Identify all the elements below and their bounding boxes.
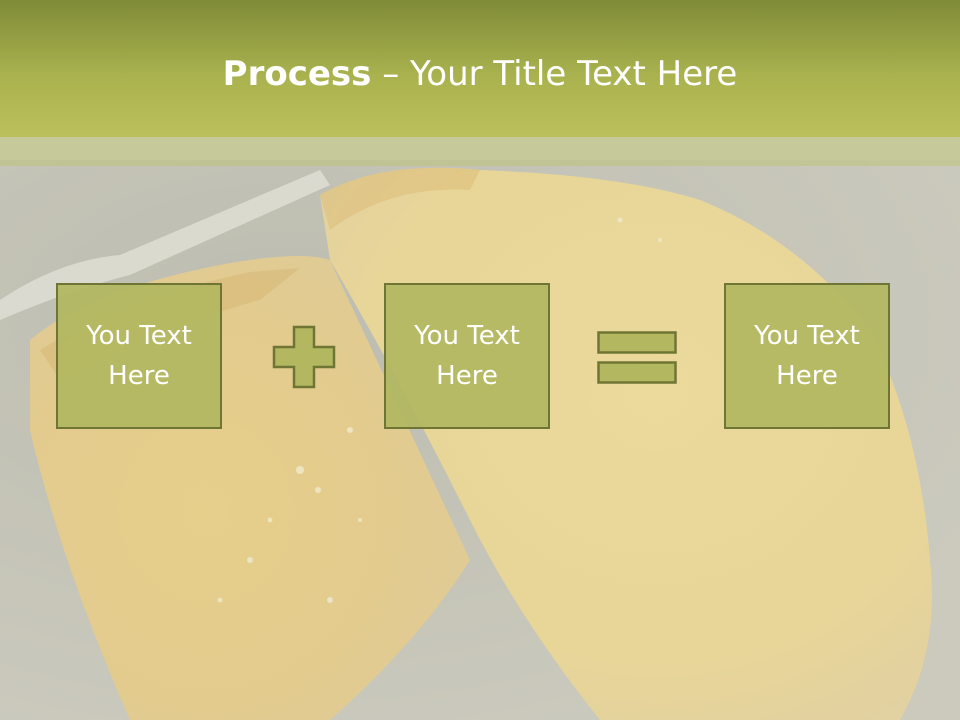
process-box-1-text: You Text Here	[86, 321, 192, 391]
equals-icon[interactable]	[597, 331, 677, 385]
process-box-1[interactable]: You Text Here	[56, 283, 222, 429]
title-bold: Process	[222, 54, 372, 94]
plus-icon[interactable]	[272, 325, 336, 389]
slide-title[interactable]: Process – Your Title Text Here	[0, 50, 960, 98]
title-strip	[0, 137, 960, 166]
title-bar	[0, 0, 960, 137]
process-box-2[interactable]: You Text Here	[384, 283, 550, 429]
title-dash: –	[371, 54, 411, 94]
title-rest: Your Title Text Here	[410, 54, 738, 94]
process-box-3[interactable]: You Text Here	[724, 283, 890, 429]
process-box-2-text: You Text Here	[414, 321, 520, 391]
process-box-3-text: You Text Here	[754, 321, 860, 391]
